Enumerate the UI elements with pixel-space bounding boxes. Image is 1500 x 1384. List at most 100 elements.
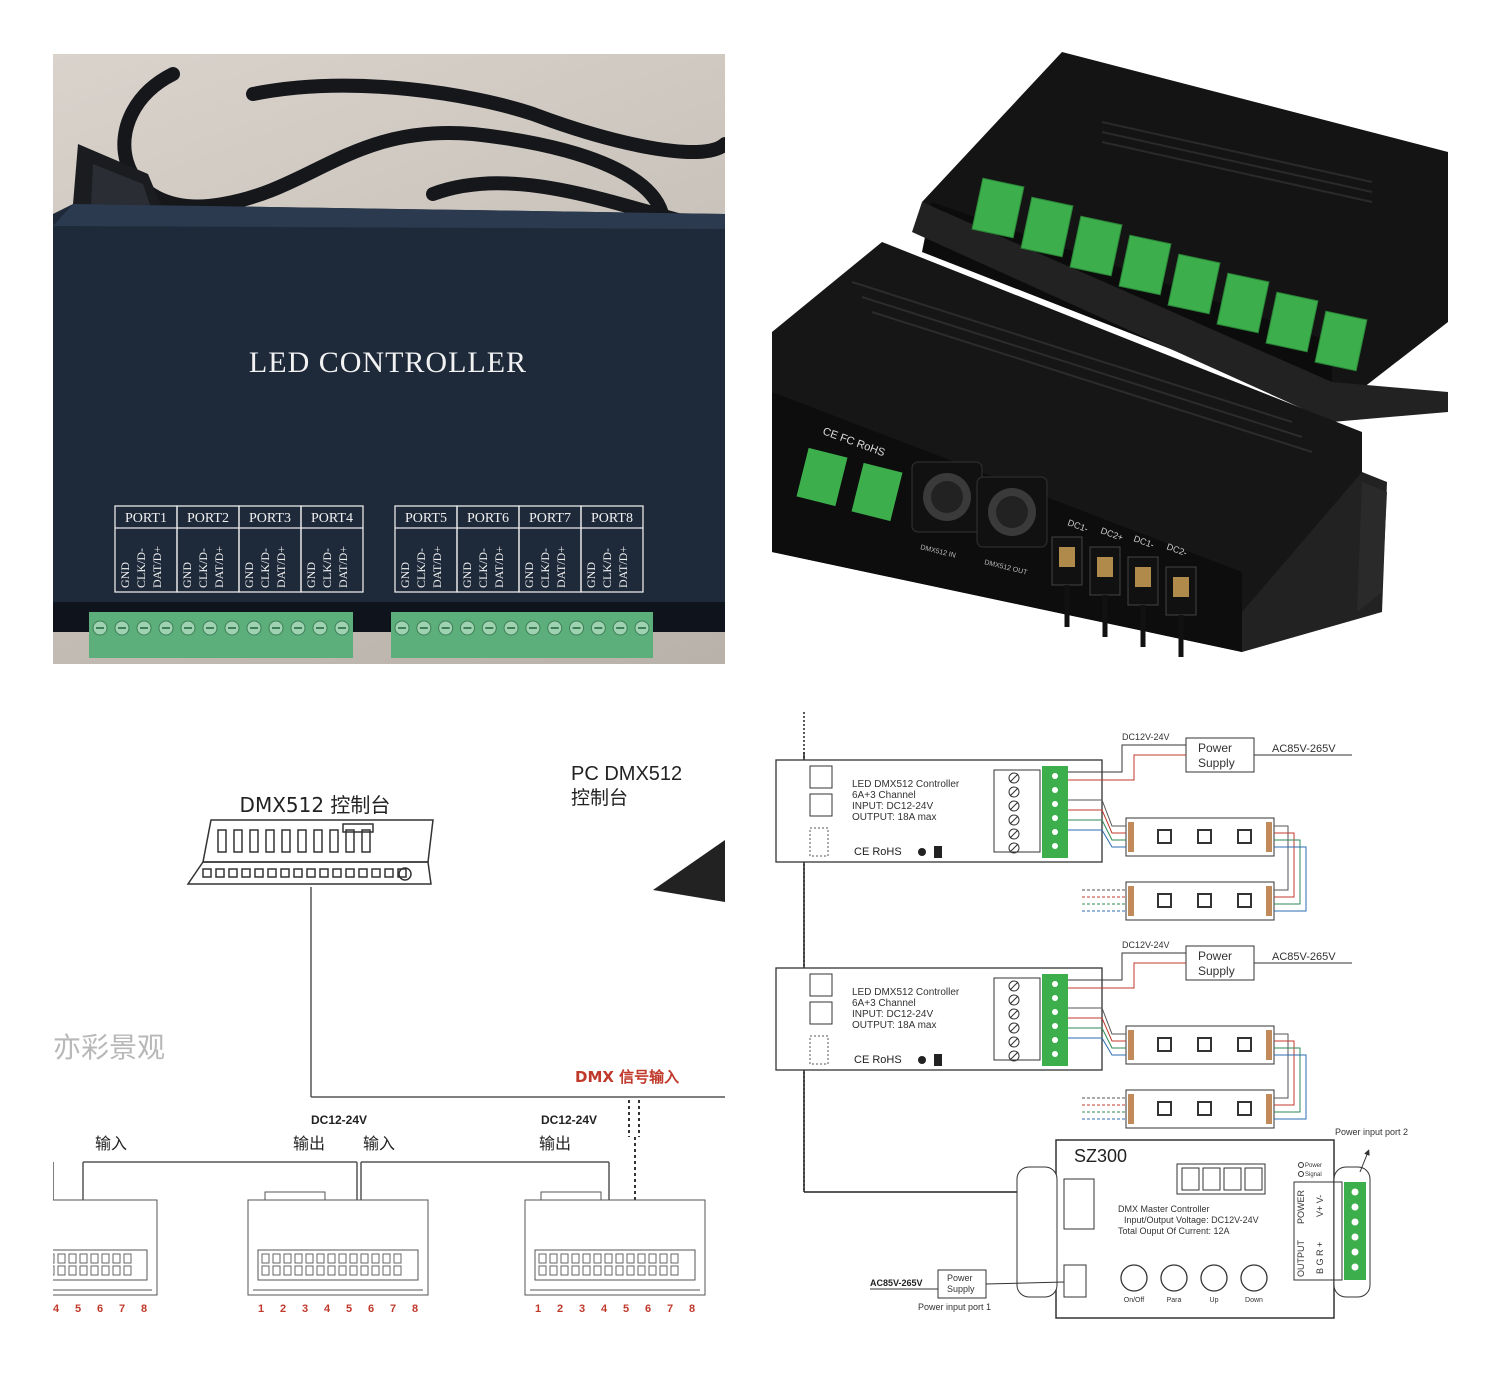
port-label: PORT3 — [249, 511, 291, 526]
pin-label: GND — [242, 562, 256, 588]
terminal-block — [1314, 310, 1368, 372]
channel-number: 5 — [623, 1303, 629, 1315]
led-strip — [1125, 817, 1275, 857]
master-line3: Total Ouput Of Current: 12A — [1118, 1226, 1230, 1236]
front-vents — [851, 281, 1313, 453]
output-label-1: 输出 — [293, 1134, 325, 1153]
segment-display — [1181, 1167, 1263, 1191]
master-output-label: OUTPUT — [1296, 1240, 1306, 1278]
controller-channels: 6A+3 Channel — [852, 998, 916, 1009]
master-button-label: Para — [1167, 1297, 1182, 1304]
controller-output: OUTPUT: 18A max — [852, 1020, 936, 1031]
terminal-block — [971, 177, 1025, 239]
dc-label-2: DC12-24V — [541, 1113, 597, 1127]
controller-cert: CE RoHS — [854, 846, 902, 858]
decoder-box-1 — [247, 1191, 429, 1296]
pin-label: GND — [398, 562, 412, 588]
power-port-block — [1063, 1264, 1087, 1298]
port-label: PORT1 — [125, 511, 167, 526]
terminal-block — [1069, 215, 1123, 277]
dc-in-label: DC12V-24V — [1122, 732, 1170, 742]
channel-number: 4 — [324, 1303, 331, 1315]
mounting-flange — [1357, 482, 1387, 612]
channel-number: 4 — [601, 1303, 608, 1315]
input-label-1: 输入 — [95, 1134, 127, 1153]
console-title: DMX512 控制台 — [240, 793, 391, 817]
terminal-blocks — [89, 612, 653, 658]
master-pins-bottom: B G R + — [1315, 1242, 1325, 1274]
controller-input: INPUT: DC12-24V — [852, 1009, 933, 1020]
pin-label: GND — [460, 562, 474, 588]
pin-label: CLK/D- — [476, 548, 490, 588]
power-port2-label: Power input port 2 — [1335, 1127, 1408, 1137]
terminal-block — [1020, 196, 1074, 258]
pin-label: CLK/D- — [414, 548, 428, 588]
controller-title: LED DMX512 Controller — [852, 779, 960, 790]
port-label: PORT8 — [591, 511, 633, 526]
terminal-block — [391, 612, 653, 658]
ps-small-line1: Power — [947, 1273, 973, 1283]
led-strip — [1125, 881, 1275, 921]
front-decoder-unit — [772, 242, 1387, 652]
channel-number: 3 — [579, 1303, 585, 1315]
channel-number: 2 — [557, 1303, 563, 1315]
dmx-decoder-photo: CE FC RoHS DMX512 IN DMX512 OUT DC1-DC2+… — [772, 52, 1448, 662]
channel-number: 7 — [390, 1303, 396, 1315]
pin-label: CLK/D- — [538, 548, 552, 588]
port-box — [300, 505, 364, 593]
ac-in-small: AC85V-265V — [870, 1278, 923, 1288]
pin-label: DAT/D+ — [492, 546, 506, 588]
pin-label: GND — [304, 562, 318, 588]
laptop-corner — [653, 840, 725, 902]
pin-label: CLK/D- — [258, 548, 272, 588]
port-label: PORT5 — [405, 511, 447, 526]
pin-label: DAT/D+ — [336, 546, 350, 588]
ac-in-label: AC85V-265V — [1272, 743, 1336, 755]
led-signal-label: Signal — [1305, 1172, 1322, 1178]
decoder-box-2 — [524, 1191, 706, 1296]
signal-wires — [53, 887, 725, 1200]
pin-label: GND — [584, 562, 598, 588]
master-line2: Input/Output Voltage: DC12V-24V — [1124, 1215, 1259, 1225]
channel-number: 7 — [119, 1303, 125, 1315]
ac-in-label: AC85V-265V — [1272, 951, 1336, 963]
sz300-master-controller — [1016, 1139, 1371, 1319]
channel-number: 1 — [535, 1303, 541, 1315]
ps-small-to-master — [985, 1281, 1065, 1285]
dc-in-label: DC12V-24V — [1122, 940, 1170, 950]
master-model: SZ300 — [1074, 1146, 1127, 1166]
input-label-2: 输入 — [363, 1134, 395, 1153]
channel-number: 6 — [97, 1303, 103, 1315]
small-power-supply — [937, 1269, 987, 1299]
led-strip — [1125, 1025, 1275, 1065]
port-label: PORT6 — [467, 511, 509, 526]
dmx-signal-input-label: DMX 信号输入 — [575, 1068, 679, 1086]
green-pin-block — [1042, 766, 1068, 858]
terminal-block — [89, 612, 353, 658]
master-button — [1240, 1264, 1268, 1292]
pin-label: CLK/D- — [134, 548, 148, 588]
master-button-label: On/Off — [1124, 1297, 1145, 1304]
pin-label: GND — [522, 562, 536, 588]
output-label-frame — [1293, 1181, 1343, 1281]
channel-number: 1 — [258, 1303, 264, 1315]
output-label-2: 输出 — [539, 1134, 571, 1153]
dc-terminal — [1127, 556, 1159, 606]
pin-label: GND — [118, 562, 132, 588]
pin-label: CLK/D- — [600, 548, 614, 588]
pin-label: DAT/D+ — [212, 546, 226, 588]
dmx-input-dashed — [628, 1100, 640, 1200]
port-box — [580, 505, 644, 593]
controller-input: INPUT: DC12-24V — [852, 801, 933, 812]
pc-title-line1: PC DMX512 — [571, 763, 682, 785]
led-power-label: Power — [1305, 1163, 1322, 1169]
master-power-label: POWER — [1296, 1189, 1306, 1224]
dmx-console-drawing — [186, 819, 434, 885]
terminal-block — [1167, 253, 1221, 315]
channel-number: 8 — [141, 1303, 147, 1315]
dc-screw-terminals — [1051, 536, 1197, 657]
